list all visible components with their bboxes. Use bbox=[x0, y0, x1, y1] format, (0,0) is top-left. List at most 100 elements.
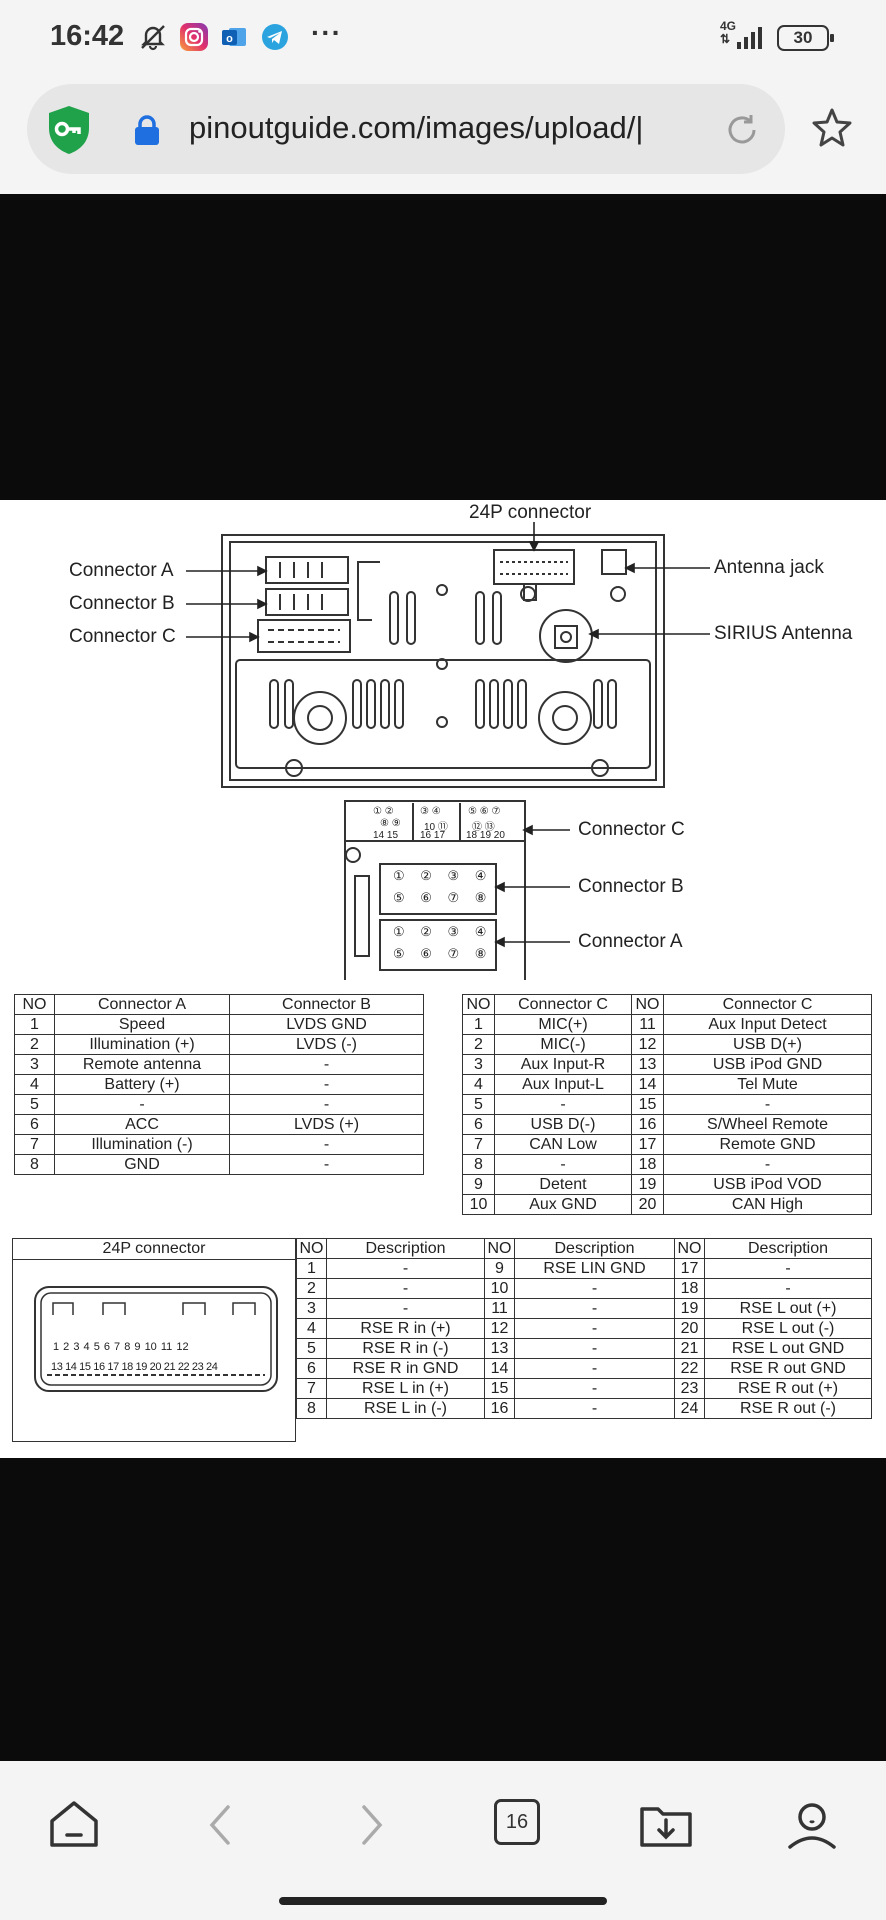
clock: 16:42 bbox=[50, 20, 125, 52]
table-cell: MIC(-) bbox=[494, 1034, 632, 1055]
table-cell: 4 bbox=[14, 1074, 55, 1095]
battery-icon: 30 bbox=[777, 25, 834, 51]
table-cell: 13 bbox=[484, 1338, 515, 1359]
table-cell: - bbox=[514, 1398, 675, 1419]
conn-b-pins: ⑤ ⑥ ⑦ ⑧ bbox=[393, 890, 493, 905]
table-cell: - bbox=[229, 1074, 424, 1095]
conn-c-pins: ⑤ ⑥ ⑦ bbox=[468, 806, 501, 817]
table-cell: Remote GND bbox=[663, 1134, 872, 1155]
table-header: Description bbox=[704, 1238, 872, 1259]
table-cell: 14 bbox=[631, 1074, 664, 1095]
table-cell: - bbox=[514, 1298, 675, 1319]
table-cell: 20 bbox=[674, 1318, 705, 1339]
24p-pin-row-bottom: 13 14 15 16 17 18 19 20 21 22 23 24 bbox=[51, 1361, 218, 1373]
table-cell: GND bbox=[54, 1154, 230, 1175]
table-cell: Aux Input-R bbox=[494, 1054, 632, 1075]
table-cell: 18 bbox=[674, 1278, 705, 1299]
label-connector-b-detail: Connector B bbox=[578, 876, 684, 897]
label-connector-c-detail: Connector C bbox=[578, 819, 685, 840]
table-cell: - bbox=[514, 1358, 675, 1379]
home-icon[interactable] bbox=[44, 1795, 104, 1855]
table-cell: Aux Input Detect bbox=[663, 1014, 872, 1035]
table-cell: Remote antenna bbox=[54, 1054, 230, 1075]
table-cell: 3 bbox=[462, 1054, 495, 1075]
address-bar[interactable]: pinoutguide.com/images/upload/| bbox=[27, 84, 785, 174]
gesture-home-indicator[interactable] bbox=[279, 1897, 607, 1905]
table-row: 2-10-18- bbox=[296, 1278, 872, 1299]
table-header: Connector C bbox=[663, 994, 872, 1015]
table-cell: RSE LIN GND bbox=[514, 1258, 675, 1279]
table-cell: CAN High bbox=[663, 1194, 872, 1215]
conn-c-pins: 14 15 bbox=[373, 830, 399, 841]
24p-title: 24P connector bbox=[13, 1239, 295, 1260]
conn-a-pins: ⑤ ⑥ ⑦ ⑧ bbox=[393, 946, 493, 961]
table-cell: - bbox=[494, 1094, 632, 1115]
table-cell: 8 bbox=[14, 1154, 55, 1175]
table-cell: - bbox=[514, 1318, 675, 1339]
downloads-icon[interactable] bbox=[636, 1795, 696, 1855]
table-cell: - bbox=[326, 1278, 485, 1299]
table-cell: 9 bbox=[462, 1174, 495, 1195]
profile-icon[interactable] bbox=[782, 1795, 842, 1855]
table-header: Description bbox=[326, 1238, 485, 1259]
table-header-row: NO Description NO Description NO Descrip… bbox=[296, 1238, 872, 1259]
conn-c-pins: ③ ④ bbox=[420, 806, 441, 817]
reload-icon[interactable] bbox=[724, 112, 760, 148]
bookmark-star-icon[interactable] bbox=[810, 106, 854, 150]
table-cell: RSE L in (+) bbox=[326, 1378, 485, 1399]
table-cell: 3 bbox=[296, 1298, 327, 1319]
lock-icon bbox=[135, 115, 159, 145]
table-cell: Tel Mute bbox=[663, 1074, 872, 1095]
table-cell: 19 bbox=[674, 1298, 705, 1319]
forward-icon[interactable] bbox=[340, 1795, 400, 1855]
table-cell: 2 bbox=[462, 1034, 495, 1055]
table-header: Connector B bbox=[229, 994, 424, 1015]
table-cell: 9 bbox=[484, 1258, 515, 1279]
table-cell: 5 bbox=[14, 1094, 55, 1115]
table-cell: 5 bbox=[462, 1094, 495, 1115]
label-sirius-antenna: SIRIUS Antenna bbox=[714, 623, 853, 644]
table-cell: - bbox=[704, 1278, 872, 1299]
conn-c-pins: ⑧ ⑨ bbox=[380, 818, 401, 829]
table-cell: 11 bbox=[631, 1014, 664, 1035]
table-cell: 13 bbox=[631, 1054, 664, 1075]
telegram-icon bbox=[262, 24, 288, 50]
pinout-image: 24P connector Connector A Connector B Co… bbox=[0, 500, 886, 1458]
table-cell: 11 bbox=[484, 1298, 515, 1319]
table-cell: 10 bbox=[462, 1194, 495, 1215]
table-cell: 7 bbox=[462, 1134, 495, 1155]
table-cell: ACC bbox=[54, 1114, 230, 1135]
table-cell: - bbox=[326, 1298, 485, 1319]
mute-bell-icon bbox=[141, 25, 165, 51]
label-antenna-jack: Antenna jack bbox=[714, 557, 824, 578]
table-header-row: NO Connector C NO Connector C bbox=[462, 994, 872, 1015]
table-cell: 16 bbox=[484, 1398, 515, 1419]
label-24p-connector: 24P connector bbox=[469, 502, 592, 523]
table-cell: RSE R out GND bbox=[704, 1358, 872, 1379]
table-cell: 17 bbox=[674, 1258, 705, 1279]
tabs-icon[interactable]: 16 bbox=[494, 1799, 540, 1845]
table-cell: 6 bbox=[462, 1114, 495, 1135]
table-cell: LVDS (-) bbox=[229, 1034, 424, 1055]
table-cell: USB D(-) bbox=[494, 1114, 632, 1135]
table-cell: - bbox=[229, 1054, 424, 1075]
back-icon[interactable] bbox=[192, 1795, 252, 1855]
shield-key-icon[interactable] bbox=[45, 104, 93, 156]
table-header: NO bbox=[14, 994, 55, 1015]
table-cell: USB D(+) bbox=[663, 1034, 872, 1055]
table-cell: - bbox=[54, 1094, 230, 1115]
table-cell: 15 bbox=[631, 1094, 664, 1115]
url-text[interactable]: pinoutguide.com/images/upload/| bbox=[189, 110, 644, 145]
table-cell: 10 bbox=[484, 1278, 515, 1299]
table-cell: 12 bbox=[484, 1318, 515, 1339]
table-cell: 6 bbox=[296, 1358, 327, 1379]
